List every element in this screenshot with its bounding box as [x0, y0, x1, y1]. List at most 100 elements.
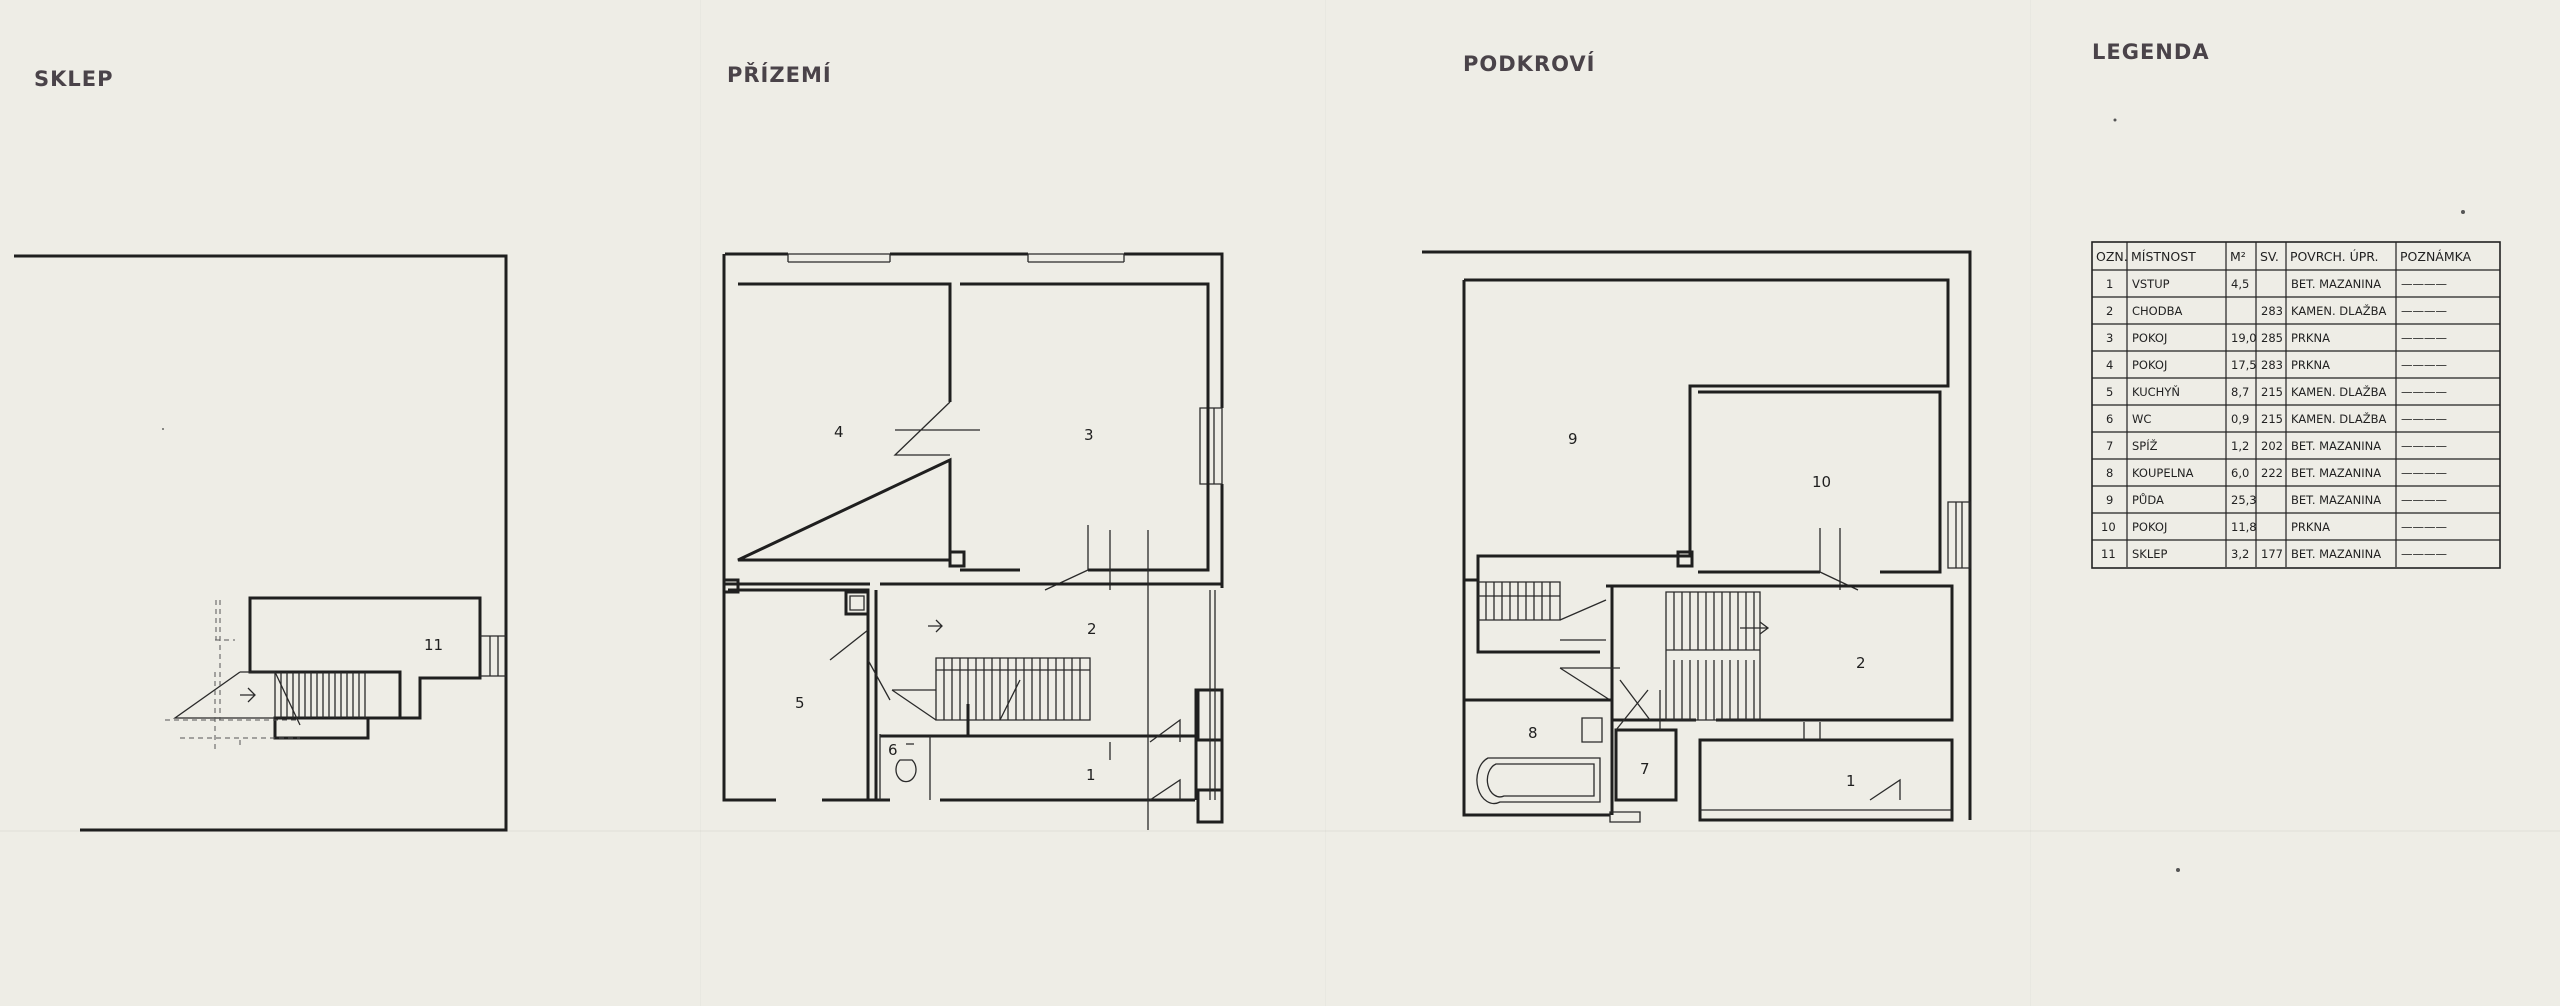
legend-cell-poznamka: ———— — [2401, 385, 2447, 399]
legend-frame — [2091, 241, 2501, 569]
prizemi-room-4-walls — [737, 282, 952, 562]
legend-cell-m2: 17,5 — [2231, 358, 2257, 372]
legend-cell-povrch: BET. MAZANINA — [2291, 547, 2381, 561]
room-label-prizemi-2: 2 — [1087, 620, 1097, 638]
legend-cell-poznamka: ———— — [2401, 466, 2447, 480]
room-label-podkrovi-2: 2 — [1856, 654, 1866, 672]
legend-cell-m2: 25,3 — [2231, 493, 2257, 507]
legend-cell-mistnost: POKOJ — [2132, 520, 2167, 534]
plan-sklep: 11 — [14, 254, 508, 832]
prizemi-door-3 — [1044, 525, 1111, 591]
legend-cell-ozn: 1 — [2106, 277, 2113, 291]
legend-header-cell: M² — [2230, 249, 2246, 264]
legend-cell-mistnost: WC — [2132, 412, 2151, 426]
room-label-podkrovi-8: 8 — [1528, 724, 1538, 742]
room-label-prizemi-1: 1 — [1086, 766, 1096, 784]
prizemi-hall-walls — [724, 582, 1222, 800]
legend-header-cell: MÍSTNOST — [2131, 249, 2196, 264]
prizemi-stove — [722, 578, 870, 616]
legend-cell-ozn: 6 — [2106, 412, 2113, 426]
legend-cell-mistnost: PŮDA — [2132, 492, 2164, 507]
prizemi-outer-walls — [722, 252, 1224, 802]
room-label-prizemi-6: 6 — [888, 741, 898, 759]
legend-cell-ozn: 3 — [2106, 331, 2113, 345]
legend-cell-povrch: BET. MAZANINA — [2291, 439, 2381, 453]
legend-cell-mistnost: SPÍŽ — [2132, 438, 2158, 453]
prizemi-room-1-walls — [880, 688, 1222, 800]
room-label-prizemi-4: 4 — [834, 423, 844, 441]
legend-cell-ozn: 7 — [2106, 439, 2113, 453]
legend-cell-sv: 283 — [2261, 304, 2283, 318]
legend-cell-m2: 1,2 — [2231, 439, 2249, 453]
podkrovi-stairs-left — [1478, 581, 1607, 641]
room-label-podkrovi-7: 7 — [1640, 760, 1650, 778]
prizemi-stairs — [891, 619, 1091, 721]
legend-header-cell: SV. — [2260, 249, 2279, 264]
sklep-stairs — [165, 600, 366, 750]
legend-cell-povrch: PRKNA — [2291, 358, 2330, 372]
podkrovi-outer-wall — [1422, 250, 1972, 820]
legend-cell-ozn: 8 — [2106, 466, 2113, 480]
legend-cell-povrch: KAMEN. DLAŽBA — [2291, 303, 2386, 318]
legend-cell-poznamka: ———— — [2401, 277, 2447, 291]
podkrovi-door-7 — [1615, 689, 1661, 731]
title-podkrovi: PODKROVÍ — [1463, 52, 1596, 76]
podkrovi-bathtub — [1476, 757, 1601, 805]
legend-cell-povrch: KAMEN. DLAŽBA — [2291, 384, 2386, 399]
room-label-podkrovi-1: 1 — [1846, 772, 1856, 790]
podkrovi-stairs-center — [1559, 591, 1770, 721]
legend-cell-poznamka: ———— — [2401, 412, 2447, 426]
prizemi-door-1 — [1109, 718, 1181, 760]
plan-podkrovi: 9 10 2 8 7 1 — [1422, 250, 1972, 823]
prizemi-sink — [849, 595, 865, 611]
legend-cell-sv: 285 — [2261, 331, 2283, 345]
legend-cell-ozn: 11 — [2101, 547, 2116, 561]
paper-speck — [2176, 868, 2180, 872]
legend-header-cell: POVRCH. ÚPR. — [2290, 249, 2379, 264]
legend-cell-m2: 19,0 — [2231, 331, 2257, 345]
room-label-podkrovi-9: 9 — [1568, 430, 1578, 448]
prizemi-door-4 — [893, 401, 980, 456]
legend-cell-sv: 177 — [2261, 547, 2283, 561]
podkrovi-washbasin — [1581, 717, 1603, 743]
prizemi-right-edge — [1209, 590, 1216, 800]
legend-cell-m2: 8,7 — [2231, 385, 2249, 399]
room-label-podkrovi-10: 10 — [1812, 473, 1831, 491]
legend-cell-ozn: 10 — [2101, 520, 2116, 534]
legend-cell-m2: 4,5 — [2231, 277, 2249, 291]
legend-cell-m2: 11,8 — [2231, 520, 2257, 534]
title-legenda: LEGENDA — [2092, 40, 2210, 64]
legend-cell-sv: 283 — [2261, 358, 2283, 372]
podkrovi-room-1-walls — [1698, 738, 1954, 822]
paper-speck — [2113, 118, 2117, 122]
podkrovi-bathroom-walls — [1464, 698, 1614, 815]
legend-cell-poznamka: ———— — [2401, 493, 2447, 507]
legend-cell-ozn: 4 — [2106, 358, 2113, 372]
legend-cell-poznamka: ———— — [2401, 358, 2447, 372]
legend-cell-povrch: BET. MAZANINA — [2291, 466, 2381, 480]
podkrovi-drain — [1609, 811, 1641, 823]
sklep-window — [480, 635, 506, 677]
prizemi-entry-door — [1149, 778, 1181, 801]
prizemi-toilet — [895, 743, 917, 783]
legend-cell-ozn: 5 — [2106, 385, 2113, 399]
podkrovi-room-1-details — [1700, 722, 1952, 811]
room-label-sklep-11: 11 — [424, 636, 443, 654]
legend-cell-sv: 215 — [2261, 385, 2283, 399]
legend-header-cell: POZNÁMKA — [2400, 249, 2472, 264]
podkrovi-right-window — [1947, 501, 1971, 569]
prizemi-pillars — [1196, 688, 1224, 824]
prizemi-chimney — [948, 550, 966, 568]
legend-cell-m2: 6,0 — [2231, 466, 2249, 480]
legend-cell-poznamka: ———— — [2401, 304, 2447, 318]
title-sklep: SKLEP — [34, 67, 114, 91]
legend-cell-mistnost: VSTUP — [2132, 277, 2170, 291]
legend-header-cell: OZN. — [2096, 249, 2128, 264]
podkrovi-chimney — [1676, 550, 1694, 568]
legend-cell-m2: 0,9 — [2231, 412, 2249, 426]
room-label-prizemi-3: 3 — [1084, 426, 1094, 444]
sklep-room-walls — [248, 596, 482, 740]
prizemi-wc-walls — [879, 734, 931, 800]
legend-cell-povrch: PRKNA — [2291, 520, 2330, 534]
